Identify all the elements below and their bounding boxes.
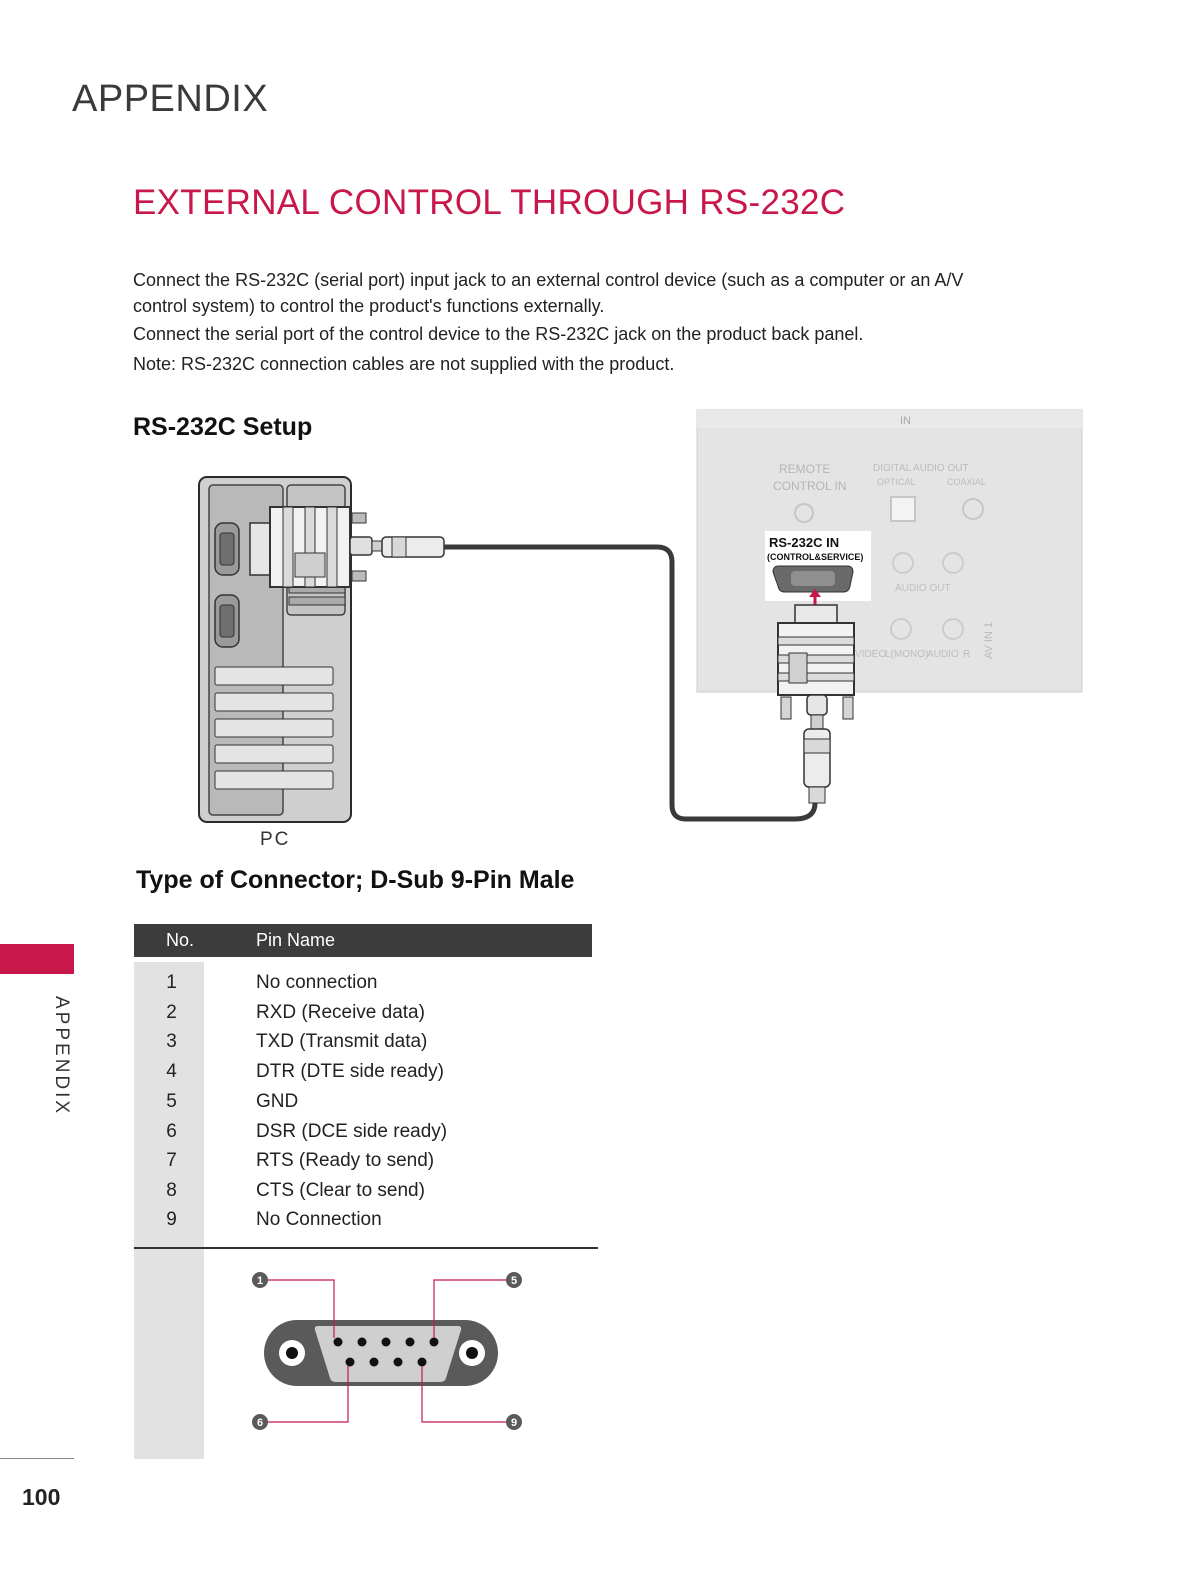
page-title: EXTERNAL CONTROL THROUGH RS-232C xyxy=(133,183,846,222)
table-row: 6 DSR (DCE side ready) xyxy=(134,1121,594,1151)
serial-port-1 xyxy=(214,522,240,576)
rs232c-port-label: RS-232C IN xyxy=(769,535,839,550)
pin-callout-6: 6 xyxy=(252,1414,268,1430)
svg-text:9: 9 xyxy=(511,1417,517,1429)
table-row: 2 RXD (Receive data) xyxy=(134,1002,594,1032)
svg-text:AV IN 1: AV IN 1 xyxy=(983,622,995,659)
pin-number: 6 xyxy=(166,1121,177,1142)
pin-name: No Connection xyxy=(256,1209,382,1230)
table-row: 3 TXD (Transmit data) xyxy=(134,1031,594,1061)
table-row: 8 CTS (Clear to send) xyxy=(134,1180,594,1210)
svg-text:IN: IN xyxy=(900,415,911,427)
pc-label: PC xyxy=(260,829,291,850)
pin-number: 4 xyxy=(166,1061,177,1082)
svg-text:AUDIO OUT: AUDIO OUT xyxy=(895,583,951,594)
svg-text:OPTICAL: OPTICAL xyxy=(877,477,916,487)
table-row: 5 GND xyxy=(134,1091,594,1121)
pin-number-column xyxy=(134,962,204,1459)
pin-name: CTS (Clear to send) xyxy=(256,1180,425,1201)
connector-heading: Type of Connector; D-Sub 9-Pin Male xyxy=(136,866,575,894)
section-tab-marker xyxy=(0,944,74,974)
svg-text:6: 6 xyxy=(257,1417,263,1429)
pin-number: 7 xyxy=(166,1150,177,1171)
table-row: 7 RTS (Ready to send) xyxy=(134,1150,594,1180)
svg-text:COAXIAL: COAXIAL xyxy=(947,477,986,487)
rs232c-in-port: RS-232C IN (CONTROL&SERVICE) xyxy=(765,531,871,601)
tv-side-plug-illustration xyxy=(777,604,855,804)
serial-port-2 xyxy=(214,594,240,648)
dsub-9-pin-diagram: 1 5 6 9 xyxy=(252,1272,522,1430)
pin-name: TXD (Transmit data) xyxy=(256,1031,428,1052)
setup-heading: RS-232C Setup xyxy=(133,413,313,441)
svg-text:R: R xyxy=(963,649,970,660)
svg-text:DIGITAL AUDIO OUT: DIGITAL AUDIO OUT xyxy=(873,463,969,474)
rs232c-port-sublabel: (CONTROL&SERVICE) xyxy=(767,552,863,562)
pin-name: RTS (Ready to send) xyxy=(256,1150,435,1171)
section-header: APPENDIX xyxy=(72,78,269,120)
pc-side-plug-illustration xyxy=(249,506,445,588)
intro-paragraph: Connect the serial port of the control d… xyxy=(133,324,864,344)
table-row: 1 No connection xyxy=(134,972,594,1002)
table-row: 9 No Connection xyxy=(134,1209,594,1239)
svg-text:L(MONO): L(MONO) xyxy=(885,649,928,660)
page-number: 100 xyxy=(22,1484,61,1510)
pin-number: 8 xyxy=(166,1180,177,1201)
pin-name: GND xyxy=(256,1091,299,1112)
column-header-pin-name: Pin Name xyxy=(256,930,336,950)
intro-note: Note: RS-232C connection cables are not … xyxy=(133,354,675,374)
svg-text:CONTROL IN: CONTROL IN xyxy=(773,479,847,493)
pin-callout-9: 9 xyxy=(506,1414,522,1430)
svg-text:VIDEO: VIDEO xyxy=(855,649,886,660)
serial-cable xyxy=(444,544,818,822)
svg-text:1: 1 xyxy=(257,1275,263,1287)
pin-name: No connection xyxy=(256,972,378,993)
rs232c-setup-diagram: IN REMOTE CONTROL IN DIGITAL AUDIO OUT O… xyxy=(198,409,1083,823)
pin-callout-1: 1 xyxy=(252,1272,268,1288)
pin-name: DSR (DCE side ready) xyxy=(256,1121,448,1142)
pin-number: 3 xyxy=(166,1031,177,1052)
intro-paragraph: Connect the RS-232C (serial port) input … xyxy=(133,270,964,316)
pin-number: 1 xyxy=(166,972,177,993)
pin-number: 9 xyxy=(166,1209,177,1230)
pin-callout-5: 5 xyxy=(506,1272,522,1288)
pin-name: DTR (DTE side ready) xyxy=(256,1061,444,1082)
table-row: 4 DTR (DTE side ready) xyxy=(134,1061,594,1091)
svg-text:REMOTE: REMOTE xyxy=(779,462,830,476)
pin-table-header: No. Pin Name xyxy=(134,924,592,957)
table-divider xyxy=(134,1247,598,1249)
pin-number: 5 xyxy=(166,1091,177,1112)
column-header-no: No. xyxy=(166,930,195,950)
pin-callout-lines xyxy=(266,1279,508,1423)
connector-shell xyxy=(264,1320,498,1386)
side-section-label: APPENDIX xyxy=(51,996,72,1117)
tv-back-panel-illustration: IN REMOTE CONTROL IN DIGITAL AUDIO OUT O… xyxy=(696,409,1083,693)
svg-text:5: 5 xyxy=(511,1275,517,1287)
pin-name: RXD (Receive data) xyxy=(256,1002,425,1023)
svg-text:AUDIO: AUDIO xyxy=(927,649,959,660)
pin-number: 2 xyxy=(166,1002,177,1023)
footer-rule xyxy=(0,1458,74,1459)
